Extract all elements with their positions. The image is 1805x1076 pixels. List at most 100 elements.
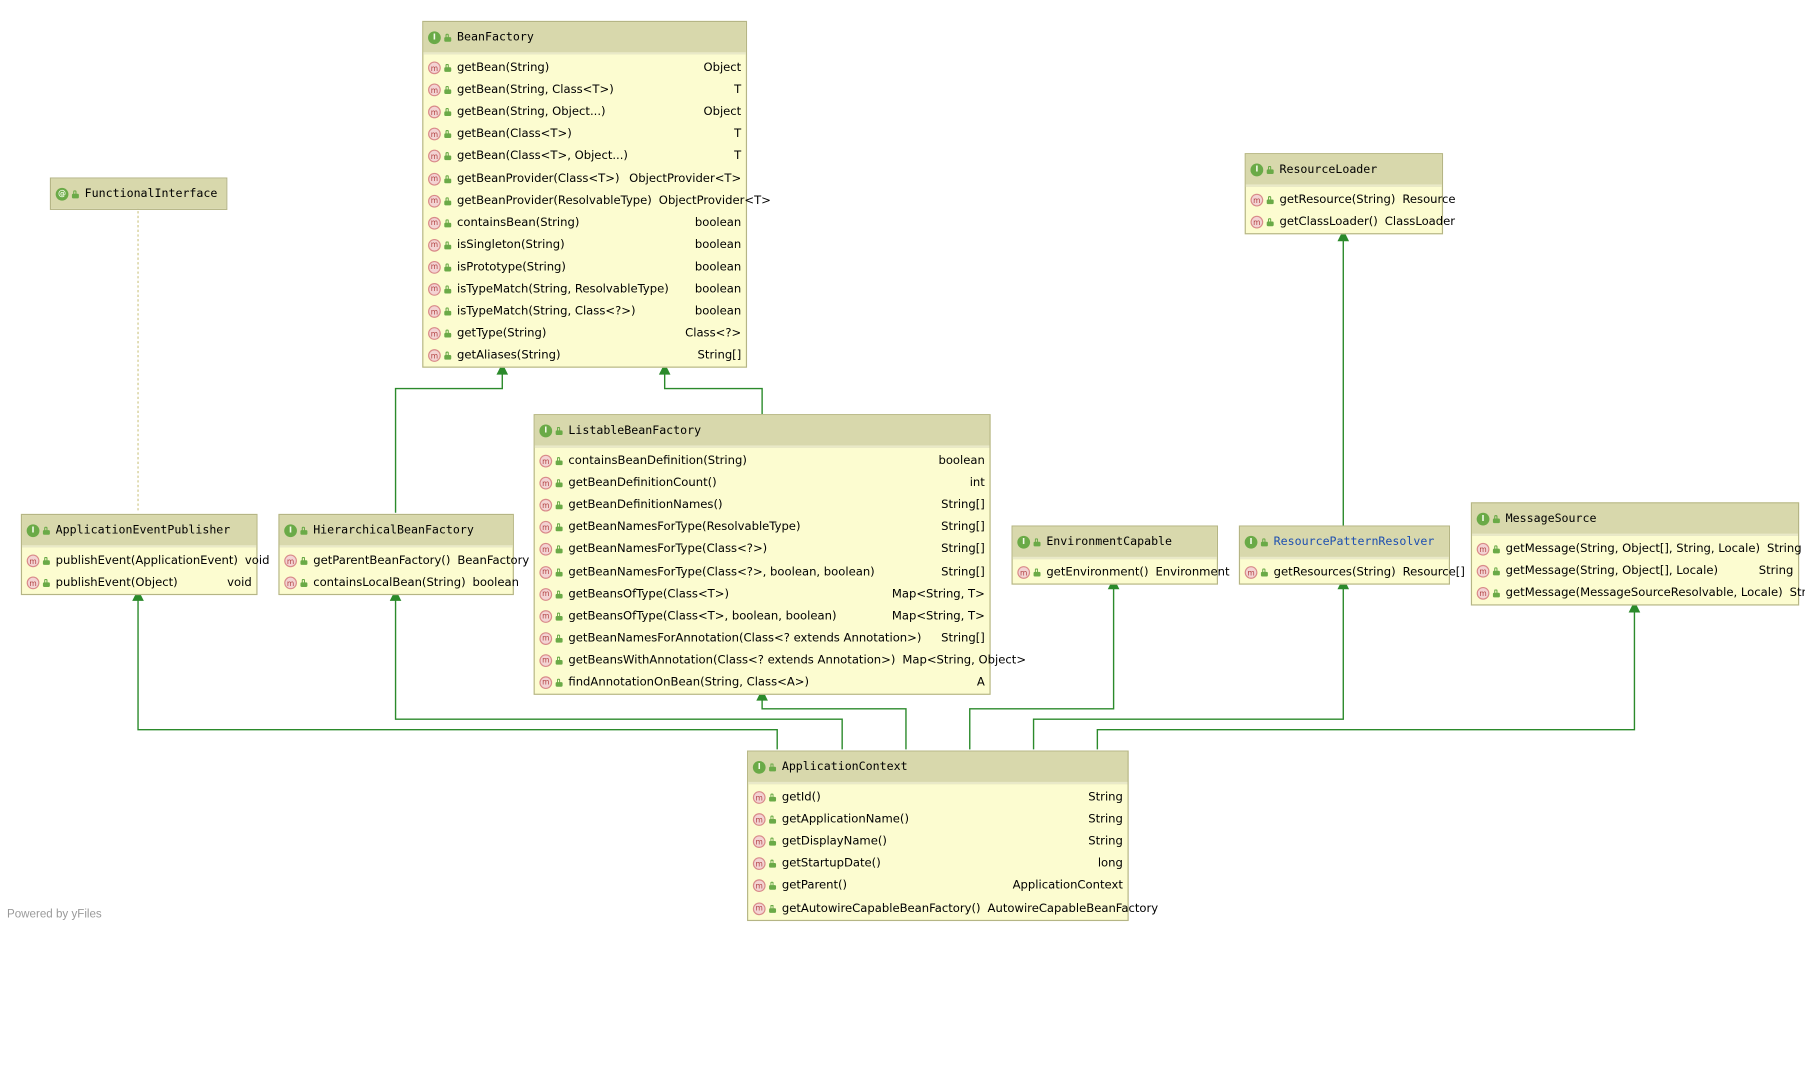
method-signature: getResources(String): [1273, 566, 1396, 579]
method-return-type: void: [244, 554, 270, 568]
method-return-type: boolean: [694, 283, 742, 296]
method-signature: getAutowireCapableBeanFactory(): [781, 901, 981, 915]
method-icon: m: [1250, 193, 1264, 207]
method-signature: isSingleton(String): [457, 238, 565, 252]
public-lock-icon: [1492, 514, 1501, 523]
interface-icon: I: [284, 523, 297, 537]
method-signature: getBeansOfType(Class<T>): [568, 587, 730, 601]
public-lock-icon: [554, 589, 563, 599]
interface-icon: I: [539, 423, 553, 437]
public-lock-icon: [299, 556, 308, 565]
method-return-type: String[]: [941, 565, 985, 579]
method-return-type: Environment: [1155, 566, 1230, 579]
public-lock-icon: [443, 152, 452, 161]
public-lock-icon: [1032, 537, 1041, 546]
public-lock-icon: [1260, 568, 1269, 577]
method-icon: m: [752, 901, 766, 915]
public-lock-icon: [768, 762, 777, 771]
public-lock-icon: [443, 33, 452, 42]
method-return-type: boolean: [694, 260, 742, 274]
method-signature: getBean(String): [457, 61, 550, 75]
method-row[interactable]: m getBeanNamesForType(Class<?>, boolean, …: [535, 561, 990, 583]
public-lock-icon: [443, 329, 452, 338]
method-return-type: String: [1766, 542, 1802, 556]
method-return-type: String[]: [941, 521, 985, 534]
method-return-type: boolean: [694, 216, 742, 230]
method-return-type: T: [734, 150, 742, 163]
public-lock-icon: [554, 612, 563, 621]
method-icon: m: [428, 327, 441, 341]
public-lock-icon: [554, 426, 563, 435]
functional-interface-header: @FunctionalInterface: [51, 178, 227, 209]
method-signature: getBeanNamesForType(Class<?>, boolean, b…: [568, 565, 875, 579]
interface-icon: I: [752, 760, 766, 774]
public-lock-icon: [554, 567, 563, 576]
method-icon: m: [284, 576, 297, 590]
arrowhead: [1628, 600, 1641, 613]
method-icon: m: [1476, 565, 1490, 578]
method-signature: findAnnotationOnBean(String, Class<A>): [568, 676, 810, 690]
functional-interface-node[interactable]: @FunctionalInterface: [49, 177, 228, 210]
method-return-type: boolean: [694, 238, 742, 252]
method-icon: m: [539, 676, 553, 690]
method-icon: m: [428, 83, 441, 97]
method-icon: m: [539, 565, 553, 579]
edge-listable-to-beanfactory: [663, 363, 763, 415]
method-icon: m: [752, 879, 766, 893]
edge-context-to-hierarchical: [394, 589, 843, 750]
